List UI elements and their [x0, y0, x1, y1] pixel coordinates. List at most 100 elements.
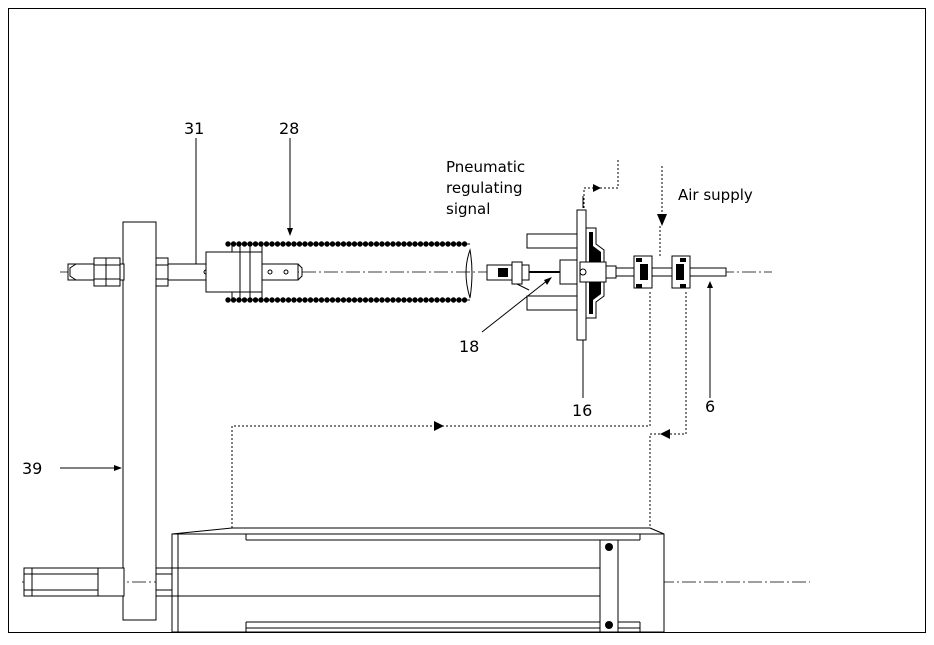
spring-coil — [318, 241, 325, 247]
left-stud — [67, 257, 169, 287]
spring-coil — [324, 297, 330, 303]
spring-coil — [384, 241, 391, 247]
spring-coil — [461, 297, 468, 303]
spring-coil — [423, 241, 429, 247]
spring-coil — [351, 241, 358, 247]
spring-coil — [335, 297, 341, 303]
spring-coil — [241, 297, 248, 303]
spring-coil — [230, 297, 237, 303]
spring-coil — [379, 241, 385, 247]
callout-31: 31 — [184, 119, 204, 138]
spring-coil — [346, 297, 352, 303]
spring-coil — [252, 241, 259, 247]
spring-coil — [258, 297, 264, 303]
callout-39: 39 — [22, 459, 42, 478]
spring-coil — [384, 297, 391, 303]
spring-coil — [445, 297, 451, 303]
spring-coil — [423, 297, 429, 303]
spring-coil — [296, 241, 303, 247]
spring-coil — [406, 297, 413, 303]
spring-coil — [351, 297, 358, 303]
spring-coil — [258, 241, 264, 247]
spring-coil — [230, 241, 237, 247]
spring-coil — [456, 241, 462, 247]
spring-coil — [329, 241, 336, 247]
output-arrow-b — [660, 429, 670, 439]
spring-coil — [280, 297, 286, 303]
spring-coil — [274, 241, 281, 247]
spring-coil — [313, 241, 319, 247]
spring-coil — [368, 297, 374, 303]
pilot-valve — [615, 255, 727, 289]
pneumatic-label-line1: Pneumatic — [446, 158, 525, 176]
spring-coil — [236, 241, 242, 247]
spring-coil — [274, 297, 281, 303]
spring-coil — [263, 241, 270, 247]
spring-coil — [450, 241, 457, 247]
spring-coil — [291, 297, 297, 303]
spring-coil — [329, 297, 336, 303]
spring-coil — [428, 297, 435, 303]
spring-coil — [241, 241, 248, 247]
actuator-cylinder — [171, 527, 665, 633]
spring-nut — [205, 243, 263, 301]
spring-coil — [412, 241, 418, 247]
spring-end-cap — [465, 248, 473, 299]
spring-coil — [263, 297, 270, 303]
spring-coil — [439, 297, 446, 303]
callout-28: 28 — [279, 119, 299, 138]
spring-coil — [236, 297, 242, 303]
spring-coil — [285, 241, 292, 247]
output-lines — [231, 292, 687, 528]
spring-coil — [417, 297, 424, 303]
lever-linkage — [486, 261, 560, 291]
spring-coil — [269, 241, 275, 247]
spring-coil — [379, 297, 385, 303]
spring-coil — [335, 241, 341, 247]
spring-coil — [362, 297, 369, 303]
range-spring — [225, 241, 470, 303]
leader-lines — [60, 138, 713, 471]
spring-coil — [445, 241, 451, 247]
spring-coil — [247, 241, 253, 247]
spring-coil — [225, 297, 231, 303]
spring-coil — [285, 297, 292, 303]
spring-coil — [307, 297, 314, 303]
spring-coil — [390, 297, 396, 303]
spring-coil — [318, 297, 325, 303]
pneumatic-label-line3: signal — [446, 200, 490, 218]
callout-18: 18 — [459, 337, 479, 356]
spring-coil — [269, 297, 275, 303]
output-arrow-a — [434, 421, 444, 431]
spring-coil — [439, 241, 446, 247]
spring-coil — [450, 297, 457, 303]
spring-coil — [324, 241, 330, 247]
spring-coil — [390, 241, 396, 247]
spring-coil — [373, 297, 380, 303]
callout-16: 16 — [572, 401, 592, 420]
air-supply-line — [657, 166, 667, 256]
spring-coil — [434, 241, 440, 247]
spring-coil — [302, 241, 308, 247]
spring-coil — [401, 297, 407, 303]
spring-coil — [313, 297, 319, 303]
callout-6: 6 — [705, 397, 715, 416]
spring-coil — [296, 297, 303, 303]
spring-coil — [401, 241, 407, 247]
spring-coil — [373, 241, 380, 247]
spring-coil — [291, 241, 297, 247]
spring-coil — [346, 241, 352, 247]
signal-arrow — [593, 184, 601, 192]
spring-coil — [357, 241, 363, 247]
spring-coil — [461, 241, 468, 247]
spring-coil — [307, 241, 314, 247]
spring-coil — [225, 241, 231, 247]
spring-coil — [357, 297, 363, 303]
spring-coil — [412, 297, 418, 303]
spring-coil — [395, 241, 402, 247]
air-supply-arrow — [657, 214, 667, 226]
spring-coil — [340, 241, 347, 247]
piston — [599, 539, 619, 633]
